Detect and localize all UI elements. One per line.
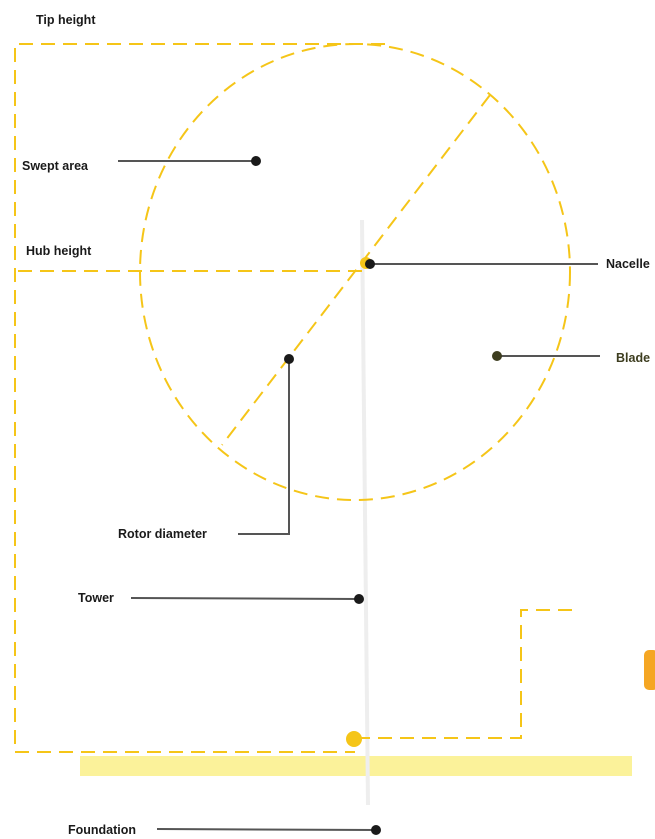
nacelle-dot: [365, 259, 375, 269]
tip-height-label: Tip height: [36, 13, 96, 27]
blade-dot: [492, 351, 502, 361]
foundation-label: Foundation: [68, 823, 136, 837]
rotor-diameter-label: Rotor diameter: [118, 527, 207, 541]
tip-height-bracket: [14, 43, 385, 753]
hub-height-label: Hub height: [26, 244, 92, 258]
nacelle-label: Nacelle: [606, 257, 650, 271]
tower-leader: [130, 597, 360, 600]
rotor-diameter-dot: [284, 354, 294, 364]
orange-marker: [644, 650, 655, 690]
rotor-diameter-leader: [238, 359, 290, 535]
tower-line: [360, 219, 370, 806]
tower-label: Tower: [78, 591, 114, 605]
tower-dot: [354, 594, 364, 604]
foundation-dot: [371, 825, 381, 835]
swept-area-label: Swept area: [22, 159, 89, 173]
blade-label: Blade: [616, 351, 650, 365]
foundation-bracket: [356, 609, 578, 739]
foundation-leader: [156, 828, 377, 831]
foundation-yellow-dot: [346, 731, 362, 747]
swept-area-dot: [251, 156, 261, 166]
ground-band: [80, 756, 632, 776]
